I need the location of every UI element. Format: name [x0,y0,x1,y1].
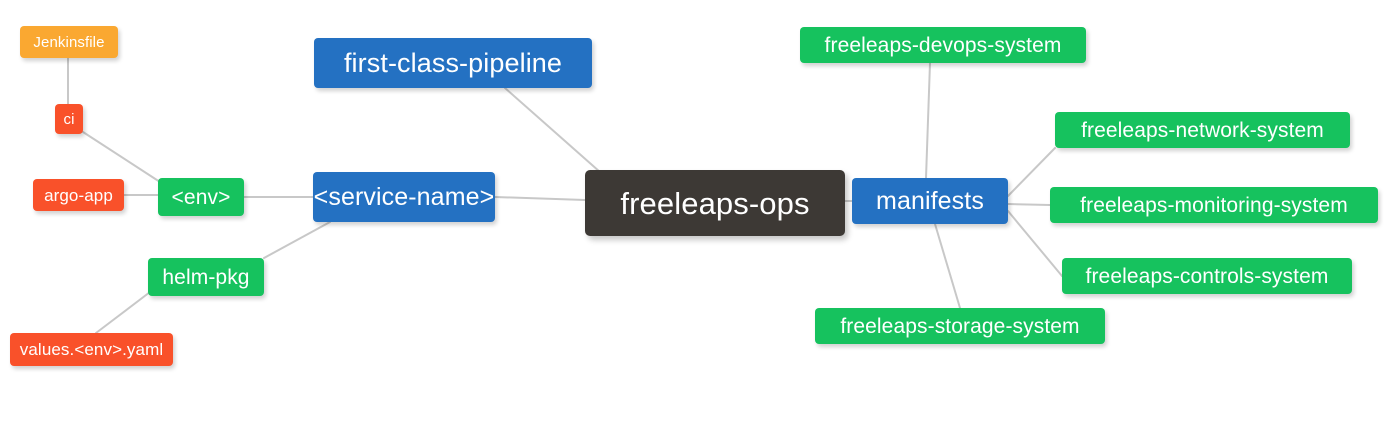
mindmap-node-first-class-pipeline[interactable]: first-class-pipeline [314,38,592,88]
mindmap-node-argo-app[interactable]: argo-app [33,179,124,211]
mindmap-node-label: freeleaps-ops [620,185,810,221]
mindmap-node-freeleaps-ops[interactable]: freeleaps-ops [585,170,845,236]
mindmap-node-manifests[interactable]: manifests [852,178,1008,224]
mindmap-node-label: manifests [876,186,984,215]
mindmap-node-label: ci [63,110,75,128]
mindmap-node-label: <env> [171,185,231,209]
mindmap-node-label: freeleaps-network-system [1081,118,1324,142]
mindmap-node-label: freeleaps-monitoring-system [1080,193,1348,217]
mindmap-node-freeleaps-devops-system[interactable]: freeleaps-devops-system [800,27,1086,63]
mindmap-node-freeleaps-network-system[interactable]: freeleaps-network-system [1055,112,1350,148]
mindmap-node-label: <service-name> [313,182,495,211]
mindmap-node-ci[interactable]: ci [55,104,83,134]
mindmap-node-label: argo-app [44,185,113,205]
mindmap-node-values-yaml[interactable]: values.<env>.yaml [10,333,173,366]
mindmap-node-jenkinsfile[interactable]: Jenkinsfile [20,26,118,58]
mindmap-node-label: Jenkinsfile [33,33,105,51]
mindmap-node-label: freeleaps-controls-system [1085,264,1329,288]
mindmap-node-label: values.<env>.yaml [19,340,164,359]
mindmap-node-freeleaps-monitoring-system[interactable]: freeleaps-monitoring-system [1050,187,1378,223]
mindmap-node-service-name[interactable]: <service-name> [313,172,495,222]
mindmap-node-label: freeleaps-devops-system [824,33,1062,57]
mindmap-node-env[interactable]: <env> [158,178,244,216]
mindmap-node-label: helm-pkg [162,265,250,289]
mindmap-node-helm-pkg[interactable]: helm-pkg [148,258,264,296]
mindmap-node-freeleaps-storage-system[interactable]: freeleaps-storage-system [815,308,1105,344]
mindmap-node-label: freeleaps-storage-system [840,314,1080,338]
mindmap-node-label: first-class-pipeline [343,47,563,78]
mindmap-node-freeleaps-controls-system[interactable]: freeleaps-controls-system [1062,258,1352,294]
